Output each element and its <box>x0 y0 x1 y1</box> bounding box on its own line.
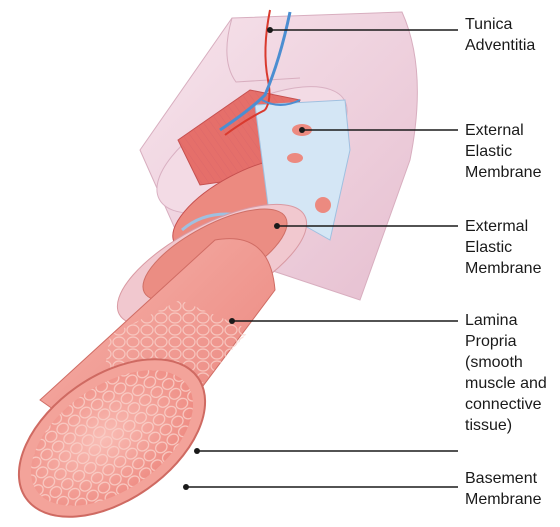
label-external-elastic-membrane: External Elastic Membrane <box>465 120 541 183</box>
label-basement-membrane: Basement Membrane <box>465 468 541 510</box>
label-extermal-elastic-membrane: Extermal Elastic Membrane <box>465 216 541 279</box>
label-tunica-adventitia: Tunica Adventitia <box>465 14 535 56</box>
label-lamina-propria: Lamina Propria (smooth muscle and connec… <box>465 310 547 436</box>
